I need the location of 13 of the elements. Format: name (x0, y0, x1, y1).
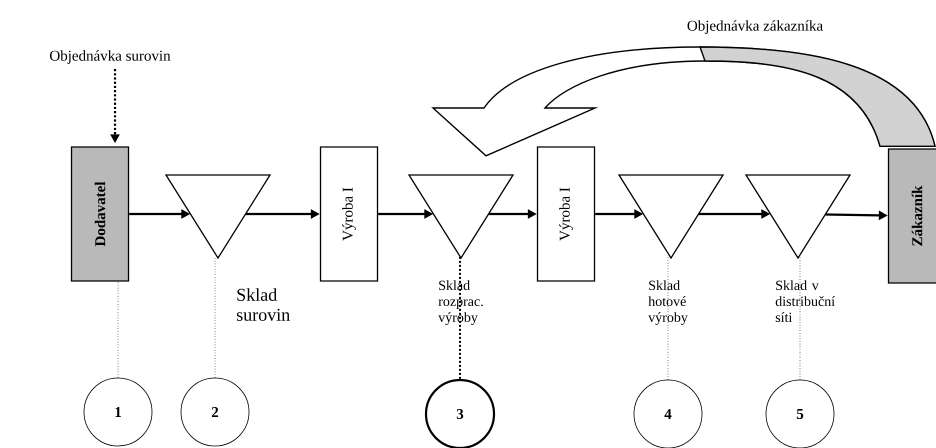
leader-line (214, 256, 216, 378)
edge-label: Objednávka zákazníka (688, 20, 823, 34)
block-arrow (432, 46, 936, 156)
process-box: Dodavatel (70, 146, 130, 282)
storage-label: Sklad surovin (236, 288, 290, 321)
storage-label: Sklad v distribuční síti (776, 280, 835, 322)
leader-line (459, 256, 461, 379)
storage-label: Sklad hotové výroby (648, 280, 688, 325)
note-text: Objednávka surovin (50, 50, 170, 64)
storage-label: Sklad rozprac. výroby (438, 280, 483, 325)
process-box: Výroba I (320, 146, 378, 282)
process-box: Výroba I (536, 146, 596, 282)
process-box: Zákazník (888, 148, 936, 284)
